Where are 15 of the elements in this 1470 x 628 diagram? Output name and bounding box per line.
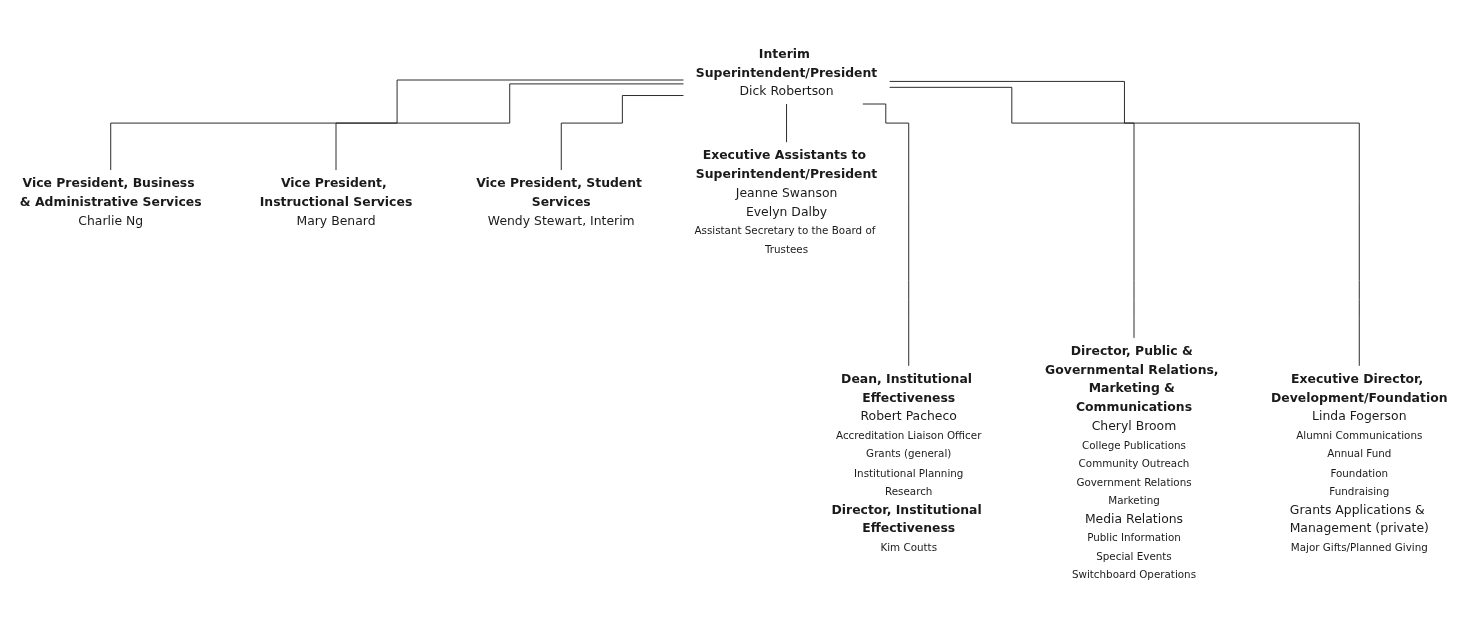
connector: [335, 83, 684, 171]
connector: [786, 103, 788, 143]
node-text: Vice President, Business & Administrative Services Charlie Ng: [19, 175, 202, 228]
node-text: Vice President, Instructional Services Mary Benard: [259, 175, 413, 228]
node-text: Vice President, Student Services Wendy Stewart, Interim: [476, 175, 643, 228]
node-text: Interim Superintendent/President Dick Robertson: [695, 46, 878, 98]
node-text: Executive Assistants to Superintendent/President Jeanne Swanson Evelyn Dalby Assistant Secretary to the Board of Trustees: [694, 147, 878, 256]
connector: [560, 95, 684, 171]
connector: [862, 103, 910, 367]
connector: [110, 79, 684, 171]
node-text: Dean, Institutional Effectiveness Robert Pacheco Accreditation Liaison Officer Grants (general) Institutional Planning Research Director, Institutional Effectiveness Kim Coutts: [831, 371, 982, 554]
connector: [889, 86, 1135, 339]
node-text: Executive Director, Development/Foundation Linda Fogerson Alumni Communications Annual Fund Foundation Fundraising Grants Applications & Management (private) Major Gifts/Planned Giving: [1271, 371, 1448, 554]
connector: [889, 80, 1360, 367]
node-text: Director, Public & Governmental Relations, Marketing & Communications Cheryl Broom College Publications Community Outreach Government Relations Marketing Media Relations Public Information Special Events Switchboard Operations: [1045, 343, 1219, 582]
